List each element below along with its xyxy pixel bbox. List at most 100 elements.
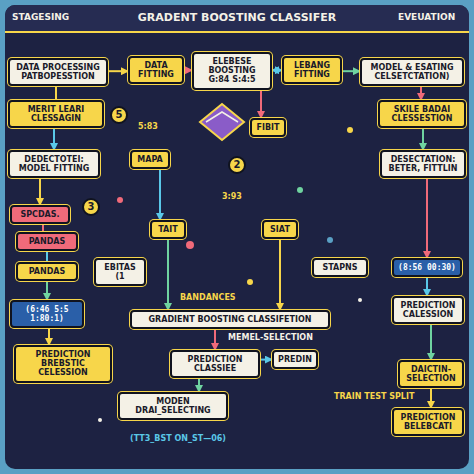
callout-number: 3	[82, 198, 100, 216]
diamond-mark	[206, 112, 238, 122]
dot	[347, 127, 353, 133]
node-text: DATA FITTING	[134, 61, 178, 79]
dot	[297, 187, 303, 193]
process-box: PREDIN	[272, 350, 318, 369]
step-label: TRAIN TEST SPLIT	[334, 392, 414, 401]
dot	[247, 279, 253, 285]
process-box: PREDICTION CALESSION	[392, 296, 464, 324]
tag-box: MAPA	[130, 150, 170, 169]
callout-number: 2	[228, 156, 246, 174]
node-text: MODEN DRAI_SELECTING	[124, 397, 222, 415]
node-text: GRADIENT BOOSTING CLASSIFETION	[136, 315, 324, 324]
flow-arrow	[260, 359, 272, 361]
flow-arrow	[46, 281, 48, 300]
process-box: PREDICTION CLASSIEE	[170, 350, 260, 378]
process-box: LEBANG FITTING	[282, 56, 342, 84]
diagram-title: GRADENT BOOSTING CLASSIFER	[110, 11, 364, 24]
node-text: (8:56 00:30)	[398, 263, 456, 272]
process-box: MODEL & ESATING CELSETCTATION)	[360, 58, 464, 86]
node-text: PANDAS	[22, 267, 72, 276]
node-text: PREDICTION CLASSIEE	[176, 355, 254, 373]
node-text: STAPNS	[318, 263, 362, 272]
tag-box: EBITAS (1	[94, 258, 146, 286]
node-text: 5	[112, 108, 126, 122]
node-text: EBITAS (1	[100, 263, 140, 281]
stage-label: STAGESING	[12, 12, 102, 22]
tag-box: STAPNS	[312, 258, 368, 277]
process-box: ELEBESE BOOSTINGG:84 S:4:5	[192, 52, 272, 90]
process-box: MERIT LEARI CLESSAGIN	[8, 100, 104, 128]
callout-number: 5	[110, 106, 128, 124]
flow-arrow	[39, 178, 41, 205]
node-text: DATA PROCESSING PATBOPESSTION	[14, 63, 102, 81]
tag-box: TAIT	[150, 220, 186, 239]
dot	[358, 298, 362, 302]
flow-arrow	[272, 69, 282, 71]
center-diamond	[200, 104, 244, 140]
flow-arrow	[420, 86, 422, 100]
flow-arrow	[167, 239, 169, 310]
process-box: DAICTIN- SELECTION	[398, 360, 464, 388]
node-text: (6:46 5:5 1:80:1)	[16, 305, 78, 323]
tag-box: FIBIT	[250, 118, 286, 137]
flow-arrow	[184, 69, 192, 71]
node-text: 2	[230, 158, 244, 172]
node-text: SPCDAS.	[16, 210, 64, 219]
flow-arrow	[430, 324, 432, 360]
code-label: (TT3_BST ON_ST—06)	[130, 434, 290, 443]
stage-label: EVEUATION	[398, 12, 468, 22]
dot	[327, 237, 333, 243]
flow-arrow	[342, 70, 360, 72]
library-box: PANDAS	[16, 262, 78, 281]
flow-arrow	[426, 277, 428, 296]
value-label: 5:83	[138, 122, 168, 131]
node-text: G:84 S:4:5	[198, 75, 266, 84]
flow-arrow	[430, 388, 432, 408]
node-text: DEDECTOTEI: MODEL FITTING	[14, 155, 94, 173]
node-text: PREDICTION BELEBCATI	[398, 413, 458, 431]
flow-arrow	[55, 86, 57, 100]
flow-arrow	[108, 70, 128, 72]
node-text: DAICTIN- SELECTION	[404, 365, 458, 383]
dot	[117, 197, 123, 203]
dot	[186, 241, 194, 249]
dot	[98, 418, 102, 422]
flow-arrow	[279, 239, 281, 310]
node-text: MAPA	[136, 155, 164, 164]
process-box: DEDECTOTEI: MODEL FITTING	[8, 150, 100, 178]
process-box: MODEN DRAI_SELECTING	[118, 392, 228, 420]
value-display: (8:56 00:30)	[392, 258, 462, 277]
flow-arrow	[198, 378, 200, 392]
node-text: SKILE BADAI CLESSESTION	[384, 105, 460, 123]
flow-arrow	[46, 251, 48, 262]
flow-arrow	[426, 178, 428, 258]
flow-arrow	[48, 328, 50, 345]
library-box: PANDAS	[16, 232, 78, 251]
node-text: PREDICTION BREBSTIC CELESSION	[20, 350, 106, 378]
tag-box: SIAT	[262, 220, 298, 239]
process-box: DATA PROCESSING PATBOPESSTION	[8, 58, 108, 86]
flow-arrow	[214, 329, 216, 350]
process-box: DESECTATION: BETER, FITTLIN	[380, 150, 466, 178]
value-label: 3:93	[222, 192, 252, 201]
section-label: MEMEL-SELECTION	[228, 333, 318, 342]
node-text: 3	[84, 200, 98, 214]
node-text: SIAT	[268, 225, 292, 234]
node-text: PREDICTION CALESSION	[398, 301, 458, 319]
node-text: MERIT LEARI CLESSAGIN	[14, 105, 98, 123]
node-text: PREDIN	[278, 355, 312, 364]
band-label: BANDANCES	[180, 293, 260, 302]
node-text: MODEL & ESATING CELSETCTATION)	[366, 63, 458, 81]
node-text: DESECTATION: BETER, FITTLIN	[386, 155, 460, 173]
process-box: PREDICTION BELEBCATI	[392, 408, 464, 436]
node-text: TAIT	[156, 225, 180, 234]
value-display: (6:46 5:5 1:80:1)	[10, 300, 84, 328]
flow-arrow	[260, 90, 262, 118]
process-box: PREDICTION BREBSTIC CELESSION	[14, 345, 112, 383]
flow-arrow	[53, 128, 55, 150]
process-box: DATA FITTING	[128, 56, 184, 84]
flow-arrow	[422, 128, 424, 150]
classifier-band: GRADIENT BOOSTING CLASSIFETION	[130, 310, 330, 329]
flow-arrow	[159, 169, 161, 220]
